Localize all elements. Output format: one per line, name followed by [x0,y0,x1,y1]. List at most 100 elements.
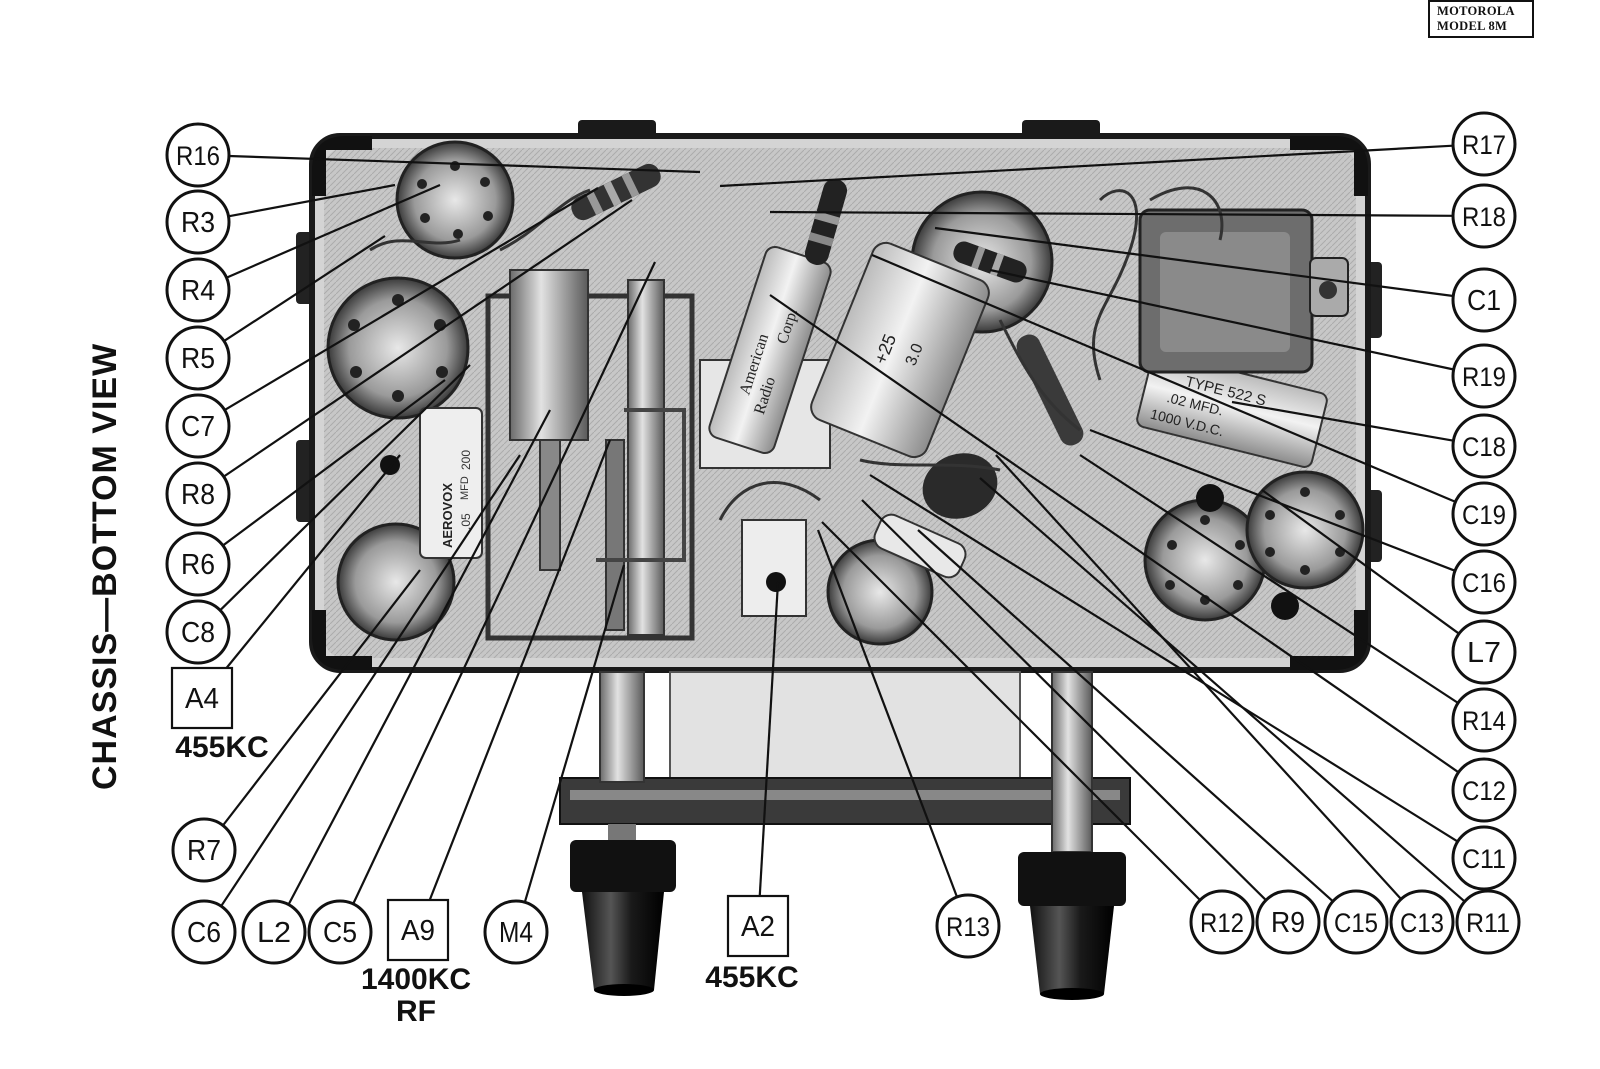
callout-r8-label: R8 [181,479,215,511]
callout-r18-circle [1451,183,1517,249]
callout-a9-box [386,898,450,962]
corner-shadow [312,610,372,670]
callout-l2-label: L2 [257,917,291,949]
leader-r16 [228,154,701,174]
model-number: MODEL 8M [1437,19,1508,33]
callout-r17: R17 [1451,111,1517,177]
callout-r4-label: R4 [181,275,215,307]
callout-r16-circle [165,122,231,188]
callout-c11: C11 [1451,825,1517,891]
callout-c8-label: C8 [181,617,215,649]
callout-c7: C7 [165,393,231,459]
leader-r8 [223,199,633,478]
aerovox-label: AEROVOX [440,483,455,548]
leader-r4 [225,183,441,279]
resistor [873,513,967,579]
shaft-collar [608,824,636,844]
gang-bracket [596,408,686,562]
callout-r4-circle [165,257,231,323]
callout-c18-label: C18 [1462,432,1506,462]
leader-c15 [917,529,1334,903]
leader-a9 [428,439,612,902]
callout-c18: C18 [1451,413,1517,479]
callout-c12: C12 [1451,757,1517,823]
callout-c1-label: C1 [1467,285,1501,317]
filter-capacitor: TYPE 522 S .02 MFD. 1000 V.D.C. [1136,352,1328,468]
model-plate: MOTOROLA MODEL 8M [1428,0,1534,38]
callout-c19-circle [1451,481,1517,547]
chassis-photo: AEROVOX 200 .05 MFD American Radio Corp.… [296,120,1382,1000]
view-title: CHASSIS—BOTTOM VIEW [86,342,124,790]
callout-r11-label: R11 [1466,908,1510,938]
callout-c1: C1 [1451,267,1517,333]
callout-r14: R14 [1451,687,1517,753]
callout-c13-circle [1389,889,1455,955]
tuning-gang-frame [485,293,695,641]
dial-board [559,777,1131,825]
callout-a2-box [726,894,790,958]
callout-c18-circle [1451,413,1517,479]
corner-shadow [312,136,372,196]
callout-c1-circle [1451,267,1517,333]
if-adjust-slug [766,572,786,592]
dial-panel [669,671,1021,779]
callout-r18: R18 [1451,183,1517,249]
resistor [804,179,848,265]
leader-c12 [769,294,1460,774]
callout-r9: R9 [1255,889,1321,955]
callout-c7-circle [165,393,231,459]
corner-shadow [1290,136,1368,196]
aerovox-voltage: 200 [459,450,473,470]
a4-frequency-text: 455KC [175,731,269,764]
callout-m4-label: M4 [499,917,533,949]
a4-frequency: 455KC [162,732,282,764]
leader-r14 [1079,454,1459,704]
callout-a4: A4 [170,666,234,730]
callout-c6-circle [171,899,237,965]
leader-r3 [228,183,396,218]
callout-r19: R19 [1451,343,1517,409]
leader-c18 [1231,400,1454,442]
a9-frequency-text: 1400KC [360,963,472,996]
a2-frequency-text: 455KC [705,961,799,994]
callout-r19-label: R19 [1462,362,1506,392]
callout-c5-label: C5 [323,917,357,949]
leader-a4 [220,454,401,675]
callout-l7-label: L7 [1467,637,1501,669]
callout-r6: R6 [165,531,231,597]
leader-c16 [1089,428,1456,572]
leader-l7 [1261,489,1460,635]
leader-r7 [222,569,421,827]
callout-c7-label: C7 [181,411,215,443]
callout-r18-label: R18 [1462,202,1506,232]
callout-r5: R5 [165,325,231,391]
leader-r9 [861,499,1267,901]
callout-r17-circle [1451,111,1517,177]
callout-m4: M4 [483,899,549,965]
callout-l2-circle [241,899,307,965]
a2-frequency: 455KC [692,962,812,994]
aerovox-value: .05 [459,513,473,530]
leader-lines [219,144,1466,907]
callout-a4-box [170,666,234,730]
callout-c16-label: C16 [1462,568,1506,598]
callout-c5-circle [307,899,373,965]
callout-c16-circle [1451,549,1517,615]
callout-r7: R7 [171,817,237,883]
leader-r6 [222,379,446,547]
model-brand: MOTOROLA [1437,4,1515,18]
callout-c15-label: C15 [1334,908,1378,938]
leader-a2 [758,581,780,896]
chassis-hole [1196,484,1224,512]
control-shaft [599,671,645,783]
callout-r5-circle [165,325,231,391]
callout-r7-circle [171,817,237,883]
a9-frequency: 1400KC RF [346,964,486,1028]
callout-c8-circle [165,599,231,665]
tuning-rod [627,279,665,636]
callout-c16: C16 [1451,549,1517,615]
callout-r3: R3 [165,189,231,255]
american-capacitor: American Radio Corp. [708,245,832,455]
